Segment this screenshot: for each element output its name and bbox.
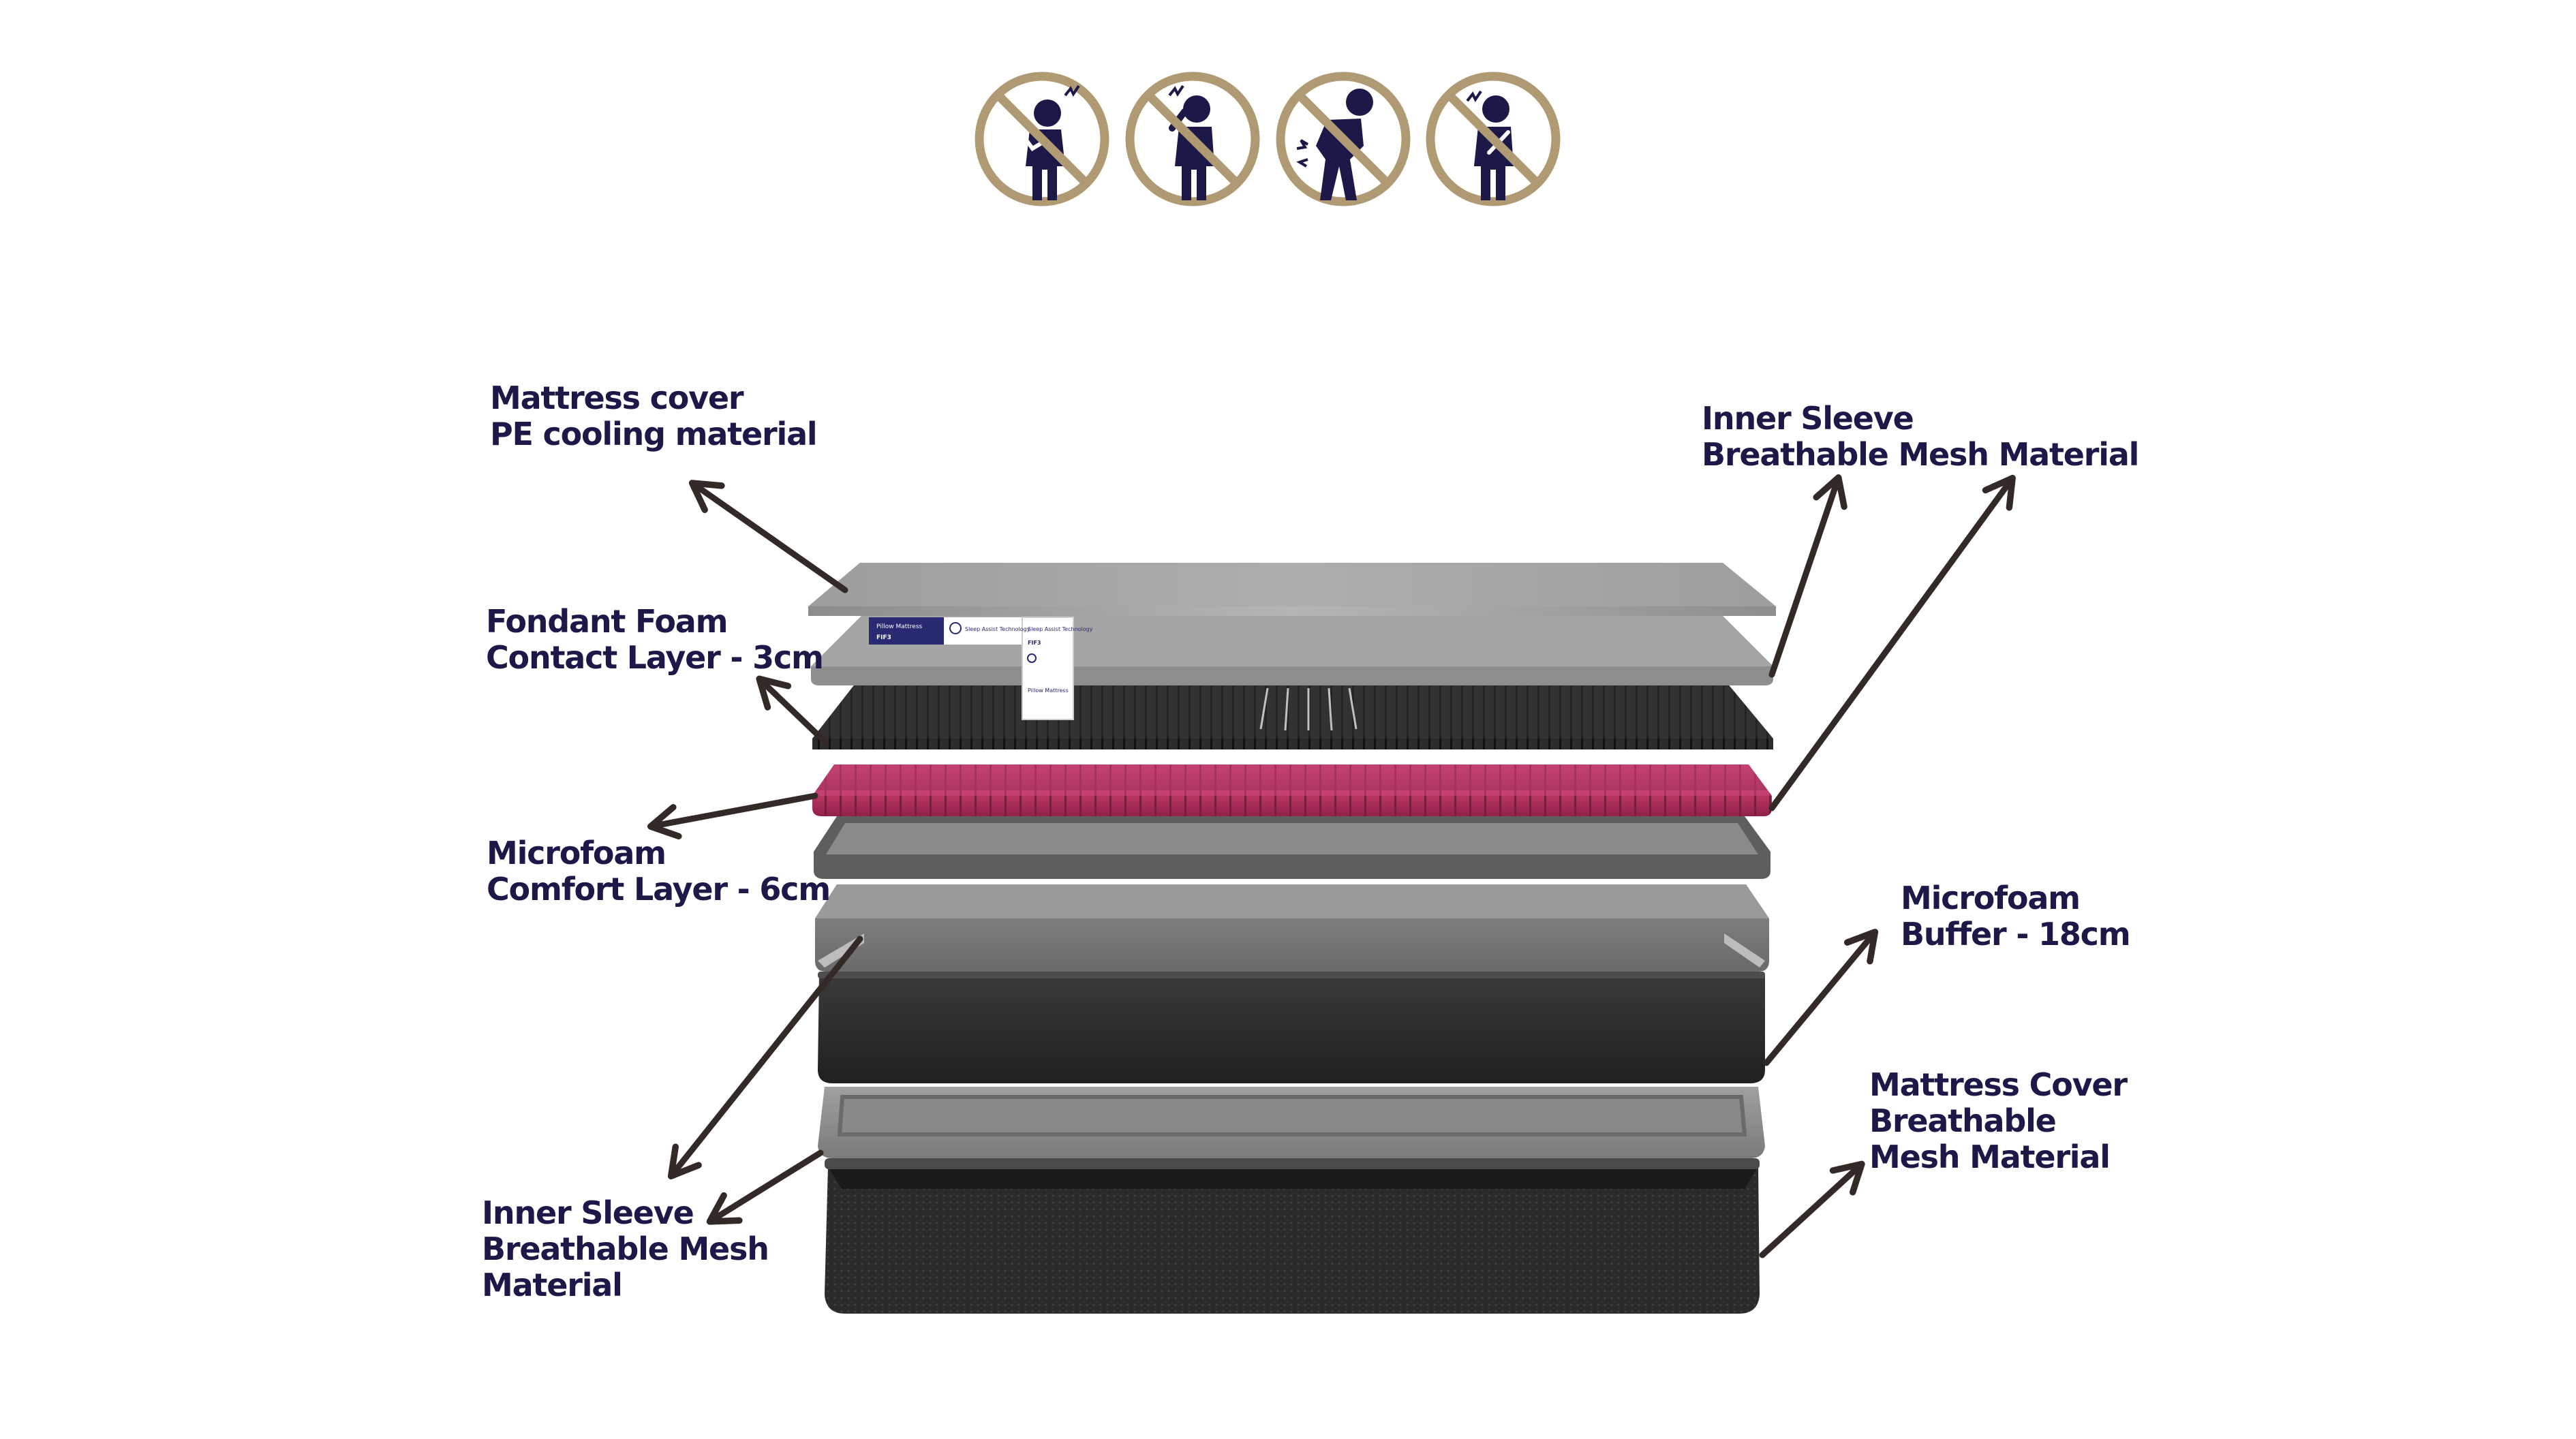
label-line: Material <box>482 1267 623 1303</box>
icons-row <box>975 72 1561 206</box>
tag-logo-icon <box>949 622 962 634</box>
no-chest-pain-icon <box>975 72 1109 206</box>
label-line: Buffer - 18cm <box>1901 916 2131 953</box>
layer-top-cover <box>808 563 1776 616</box>
label-microfoam-buffer: Microfoam Buffer - 18cm <box>1901 880 2131 953</box>
layer-grey-tray <box>814 816 1770 879</box>
tag-side-tech-text: Sleep Assist Technology <box>1028 626 1093 632</box>
no-shoulder-pain-icon <box>1426 72 1561 206</box>
layer-inner-sleeve-lower <box>818 1087 1765 1158</box>
arrow-inner-sleeve-right-a <box>1768 474 1847 678</box>
label-line: Breathable Mesh Material <box>1702 436 2139 473</box>
tag-model-text: FIF3 <box>876 634 891 641</box>
tag-side-logo-icon <box>1027 653 1037 663</box>
label-line: Mattress cover <box>490 380 744 416</box>
layer-microfoam-comfort <box>812 764 1772 816</box>
label-microfoam-comfort: Microfoam Comfort Layer - 6cm <box>487 835 831 908</box>
label-line: Microfoam <box>1901 880 2081 916</box>
label-line: Comfort Layer - 6cm <box>487 871 831 908</box>
arrow-mattress-cover-bottom <box>1759 1160 1865 1258</box>
tag-side-model-text: FIF3 <box>1028 640 1041 646</box>
label-inner-sleeve-right: Inner Sleeve Breathable Mesh Material <box>1702 400 2139 473</box>
label-line: Fondant Foam <box>486 603 729 640</box>
layer-bottom-cover <box>825 1158 1760 1314</box>
layer-fondant-foam <box>812 683 1773 749</box>
label-line: Mesh Material <box>1869 1139 2111 1175</box>
arrow-microfoam-buffer <box>1763 929 1879 1066</box>
label-line: PE cooling material <box>490 416 818 452</box>
layer-inner-sleeve-upper <box>815 884 1769 972</box>
label-line: Microfoam <box>487 835 666 871</box>
label-line: Contact Layer - 3cm <box>486 639 824 676</box>
arrows <box>647 474 2016 1258</box>
arrow-inner-sleeve-left-b <box>706 1149 824 1225</box>
layer-microfoam-buffer <box>818 972 1765 1083</box>
label-mattress-cover-bottom: Mattress Cover Breathable Mesh Material <box>1869 1066 2128 1175</box>
label-mattress-cover-top: Mattress cover PE cooling material <box>490 380 818 452</box>
label-line: Inner Sleeve <box>1702 400 1914 437</box>
mattress-stack: Pillow Mattress FIF3 Sleep Assist Techno… <box>808 563 1776 1314</box>
arrow-inner-sleeve-right-b <box>1768 474 2016 811</box>
tag-tech-text: Sleep Assist Technology <box>965 626 1030 632</box>
no-neck-pain-icon <box>1125 72 1260 206</box>
brand-tag: Pillow Mattress FIF3 Sleep Assist Techno… <box>869 617 1093 720</box>
tag-brand-text: Pillow Mattress <box>876 623 923 630</box>
label-line: Inner Sleeve <box>482 1194 694 1231</box>
arrow-fondant-foam <box>756 675 829 746</box>
label-line: Breathable <box>1869 1102 2057 1139</box>
label-fondant-foam: Fondant Foam Contact Layer - 3cm <box>486 603 824 676</box>
arrow-microfoam-comfort <box>647 792 818 840</box>
arrow-inner-sleeve-left-a <box>667 935 863 1179</box>
tag-side-brand-text: Pillow Mattress <box>1028 687 1069 694</box>
no-back-pain-icon <box>1276 72 1411 206</box>
arrow-mattress-cover-top <box>688 480 848 593</box>
label-inner-sleeve-left: Inner Sleeve Breathable Mesh Material <box>482 1195 769 1303</box>
label-line: Breathable Mesh <box>482 1231 769 1267</box>
label-line: Mattress Cover <box>1869 1066 2128 1103</box>
